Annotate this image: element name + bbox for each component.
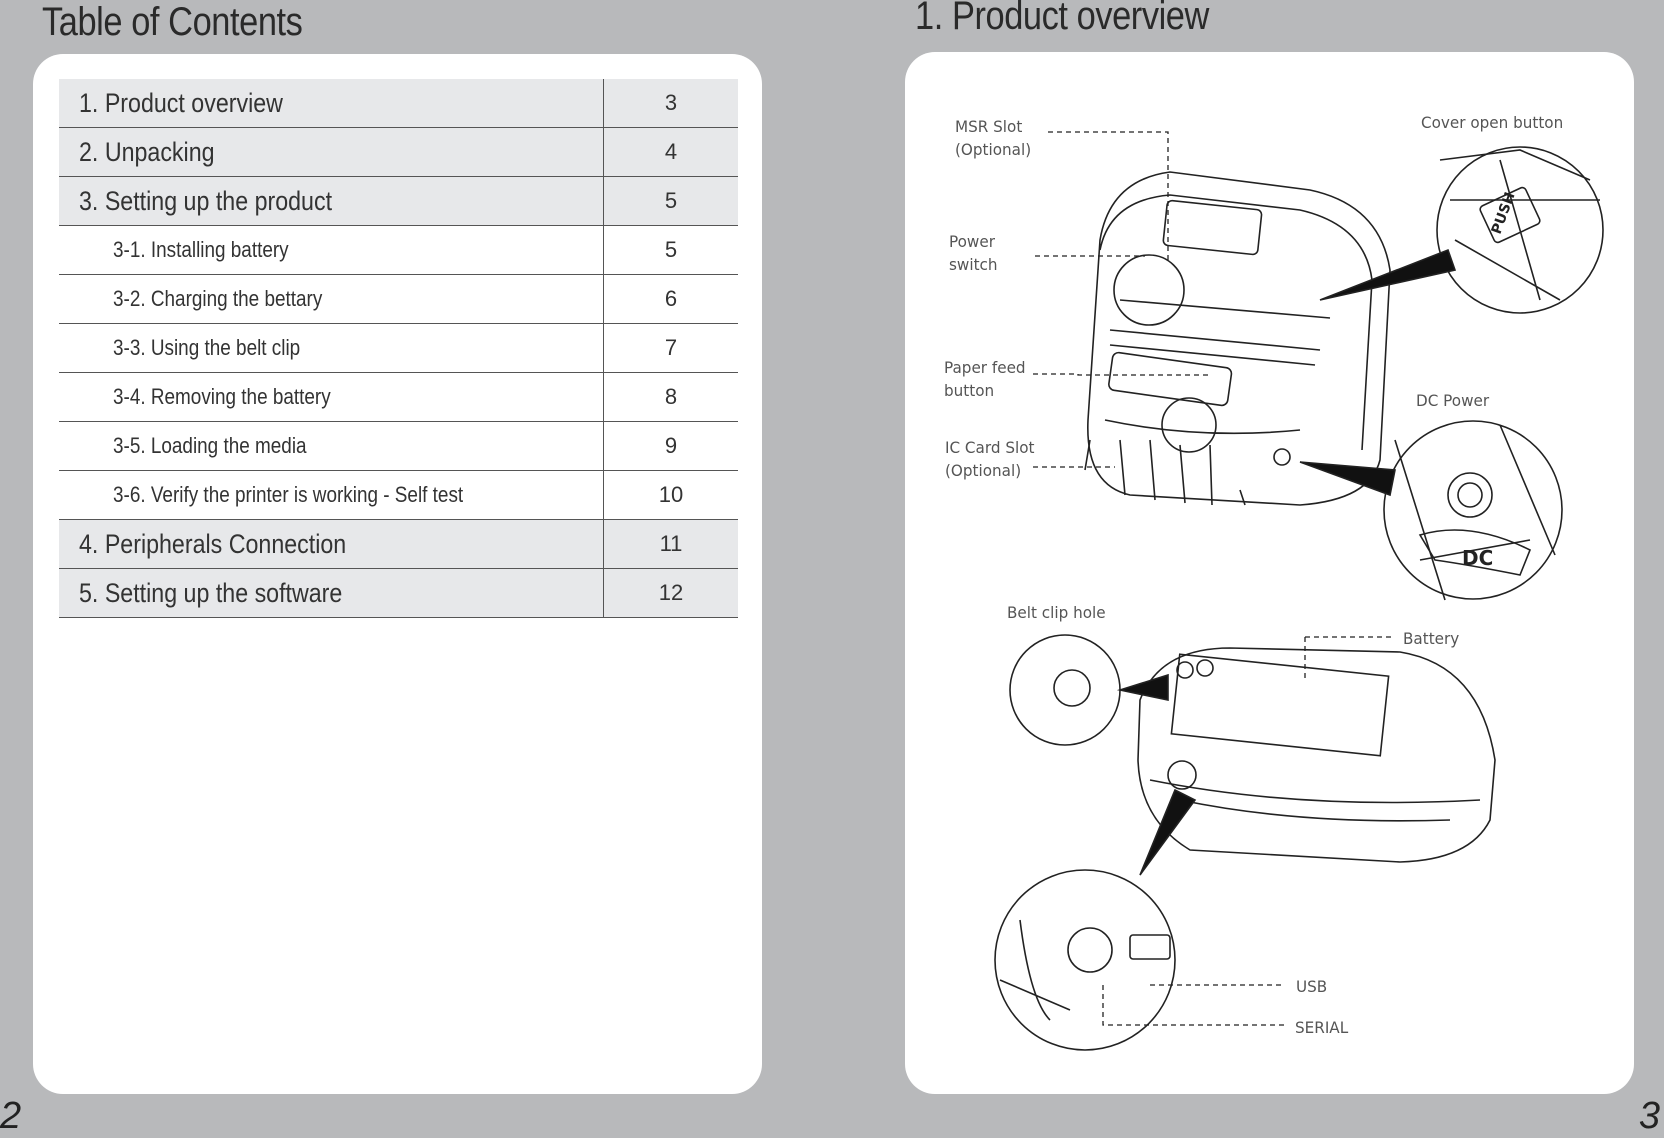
callout-serial: SERIAL [1295,1018,1349,1037]
page-number-left: 2 [0,1095,22,1137]
toc-entry-page: 11 [603,519,738,569]
page-number-right: 3 [1638,1095,1660,1137]
toc-entry-page: 6 [603,274,738,324]
callout-dc-power: DC Power [1416,391,1490,410]
toc-row[interactable]: 4. Peripherals Connection 11 [59,519,738,569]
callout-paper-feed-button: Paper feed button [944,358,1026,400]
toc-row[interactable]: 3-4. Removing the battery 8 [59,372,738,422]
belt-clip-zoom [1009,634,1121,746]
callout-msr-slot: MSR Slot (Optional) [955,117,1032,159]
callout-usb: USB [1296,977,1328,996]
toc-entry-text: 3-6. Verify the printer is working - Sel… [113,482,464,507]
toc-entry-label: 3-3. Using the belt clip [59,323,604,373]
toc-entry-page: 8 [603,372,738,422]
toc-entry-text: 5. Setting up the software [79,577,343,608]
toc-entry-label: 3. Setting up the product [59,176,604,226]
callout-cover-open-button: Cover open button [1421,113,1564,132]
toc-entry-text: 3-2. Charging the bettary [113,286,323,311]
toc-row[interactable]: 1. Product overview 3 [59,79,738,128]
toc-row[interactable]: 3-2. Charging the bettary 6 [59,274,738,324]
paper-feed-circle [1161,397,1217,453]
overview-title: 1. Product overview [915,0,1209,38]
toc-entry-label: 3-4. Removing the battery [59,372,604,422]
connector-zoom [994,869,1176,1051]
toc-entry-page: 5 [603,225,738,275]
toc-row[interactable]: 3-3. Using the belt clip 7 [59,323,738,373]
battery-cover [1170,653,1390,757]
paper-window [1162,199,1263,256]
toc-title: Table of Contents [42,0,303,44]
callout-ic-card-slot: IC Card Slot (Optional) [945,438,1035,480]
toc-entry-label: 3-2. Charging the bettary [59,274,604,324]
toc-entry-text: 2. Unpacking [79,136,215,167]
toc-entry-label: 4. Peripherals Connection [59,519,604,569]
printer-bottom-body [1137,647,1496,863]
callout-battery: Battery [1403,629,1460,648]
toc-entry-page: 10 [603,470,738,520]
toc-entry-text: 3-4. Removing the battery [113,384,331,409]
toc-entry-page: 9 [603,421,738,471]
control-panel [1108,351,1233,407]
toc-row[interactable]: 2. Unpacking 4 [59,127,738,177]
toc-entry-text: 3-5. Loading the media [113,433,307,458]
toc-entry-label: 3-5. Loading the media [59,421,604,471]
toc-entry-page: 5 [603,176,738,226]
toc-entry-text: 4. Peripherals Connection [79,528,347,559]
callout-belt-clip-hole: Belt clip hole [1007,603,1106,622]
toc-entry-label: 2. Unpacking [59,127,604,177]
toc-entry-text: 3. Setting up the product [79,185,333,216]
toc-row[interactable]: 3-6. Verify the printer is working - Sel… [59,470,738,520]
power-switch-circle [1113,254,1185,326]
toc-entry-text: 1. Product overview [79,87,283,118]
toc-entry-page: 7 [603,323,738,373]
printer-top-body [1087,171,1391,506]
toc-entry-page: 3 [603,79,738,128]
toc-row[interactable]: 3. Setting up the product 5 [59,176,738,226]
callout-power-switch: Power switch [949,232,998,274]
toc-entry-label: 1. Product overview [59,79,604,128]
toc-row[interactable]: 3-5. Loading the media 9 [59,421,738,471]
toc-entry-text: 3-1. Installing battery [113,237,289,262]
toc-entry-text: 3-3. Using the belt clip [113,335,301,360]
dc-label: DC [1462,546,1493,570]
toc-entry-label: 5. Setting up the software [59,568,604,618]
toc-entry-page: 4 [603,127,738,177]
toc-entry-page: 12 [603,568,738,618]
toc-row[interactable]: 3-1. Installing battery 5 [59,225,738,275]
push-label: PUSH [1489,190,1519,236]
dc-power-zoom [1383,420,1563,600]
toc-entry-label: 3-6. Verify the printer is working - Sel… [59,470,604,520]
cover-open-zoom [1436,146,1604,314]
toc-row[interactable]: 5. Setting up the software 12 [59,568,738,618]
toc-entry-label: 3-1. Installing battery [59,225,604,275]
